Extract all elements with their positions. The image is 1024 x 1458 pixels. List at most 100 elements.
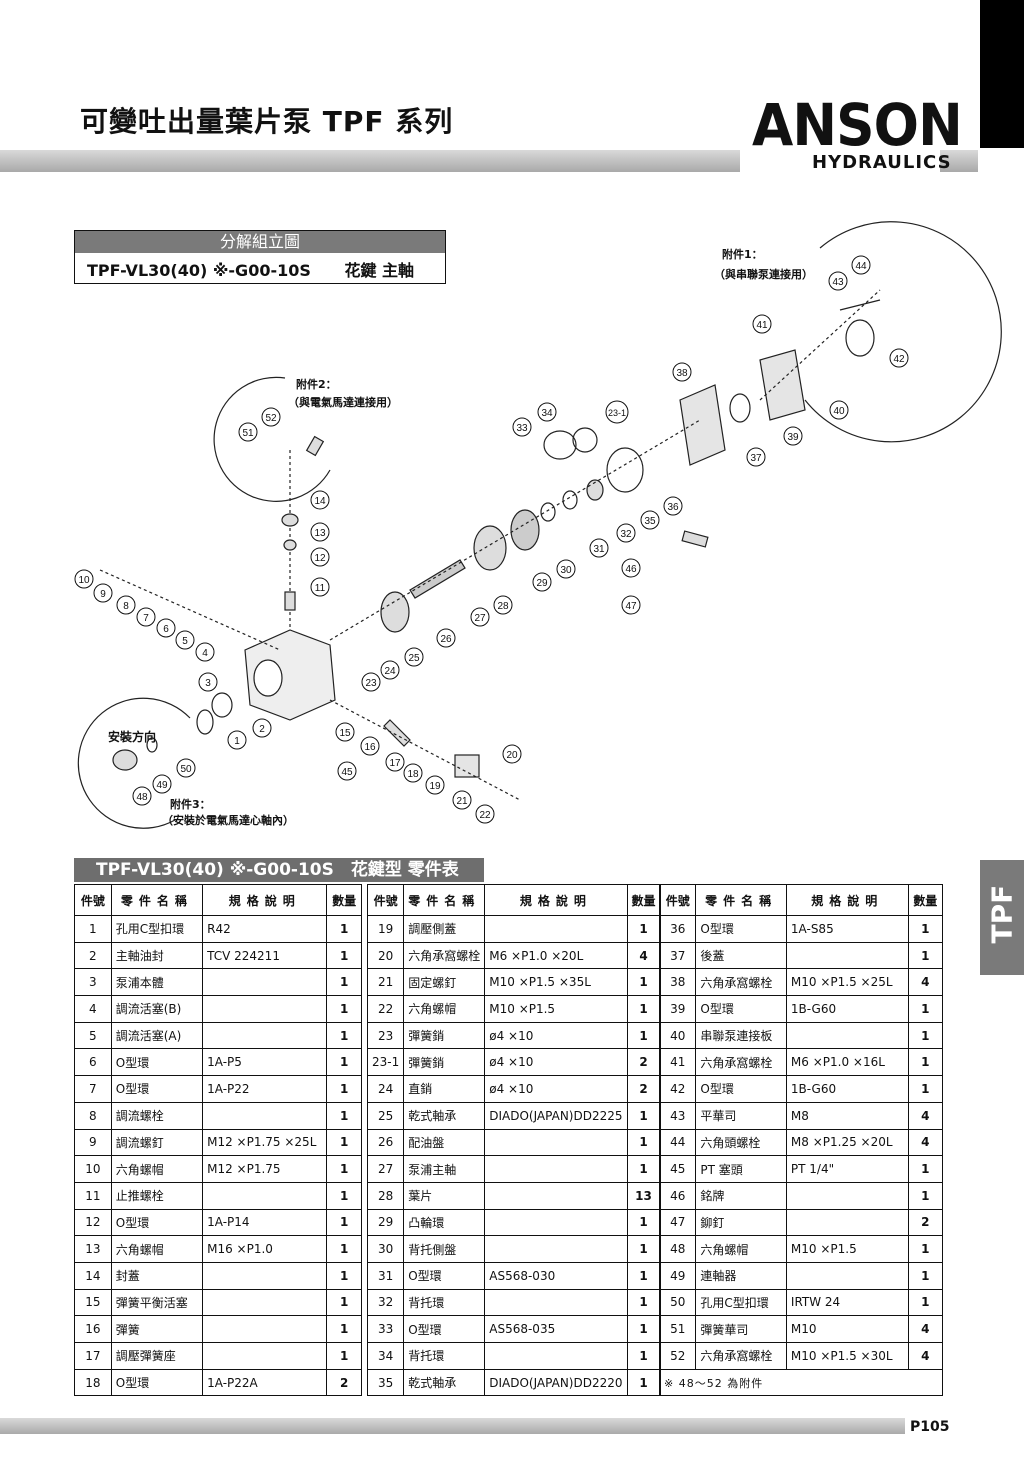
cell-spec xyxy=(484,1235,628,1263)
header-divider-right xyxy=(940,150,978,172)
callout-42: 42 xyxy=(889,348,909,368)
cell-no: 31 xyxy=(366,1261,405,1290)
cell-name: 乾式軸承 xyxy=(403,1368,486,1397)
cell-qty: 1 xyxy=(326,995,362,1023)
cell-no: 46 xyxy=(658,1181,697,1210)
callout-8: 8 xyxy=(116,595,136,615)
callout-48: 48 xyxy=(132,786,152,806)
cell-no: 42 xyxy=(658,1075,697,1103)
cell-spec xyxy=(484,915,628,943)
cell-no: 27 xyxy=(366,1155,405,1183)
cell-spec: M6 ×P1.0 ×16L xyxy=(785,1048,909,1077)
cell-qty: 1 xyxy=(626,1128,661,1157)
callout-30: 30 xyxy=(556,559,576,579)
cell-no: 47 xyxy=(658,1208,697,1237)
cell-name: 六角承窩螺栓 xyxy=(403,941,486,970)
page-number: P105 xyxy=(910,1419,950,1435)
cell-spec: M10 ×P1.5 xyxy=(484,995,628,1023)
brand-logo: ANSON xyxy=(752,91,963,159)
cell-no: 40 xyxy=(658,1021,697,1050)
cell-no: 4 xyxy=(74,995,112,1023)
callout-29: 29 xyxy=(532,572,552,592)
cell-no: 52 xyxy=(658,1342,697,1370)
cell-qty: 1 xyxy=(626,1315,661,1343)
cell-no: 12 xyxy=(74,1208,112,1237)
svg-text:36: 36 xyxy=(667,502,679,513)
cell-no: 33 xyxy=(366,1315,405,1343)
cell-spec xyxy=(484,1208,628,1237)
cell-no: 29 xyxy=(366,1208,405,1237)
cell-name: 配油盤 xyxy=(403,1128,486,1157)
svg-text:2: 2 xyxy=(259,724,265,735)
svg-text:12: 12 xyxy=(314,553,326,564)
cell-qty: 1 xyxy=(907,1075,944,1103)
cell-no: 13 xyxy=(74,1235,112,1263)
callout-19: 19 xyxy=(425,775,445,795)
cell-name: O型環 xyxy=(110,1208,204,1237)
svg-text:9: 9 xyxy=(100,589,106,600)
svg-text:28: 28 xyxy=(497,601,509,612)
callout-13: 13 xyxy=(310,522,330,542)
cell-no: 48 xyxy=(658,1235,697,1263)
cell-qty: 1 xyxy=(907,941,944,970)
svg-text:16: 16 xyxy=(364,742,376,753)
svg-text:22: 22 xyxy=(479,810,491,821)
cell-qty: 1 xyxy=(907,1181,944,1210)
cell-spec: M10 ×P1.5 ×30L xyxy=(785,1342,909,1370)
svg-text:29: 29 xyxy=(536,578,548,589)
callout-3: 3 xyxy=(198,672,218,692)
cell-qty: 1 xyxy=(326,1342,362,1370)
cell-qty: 1 xyxy=(626,1368,661,1397)
svg-text:42: 42 xyxy=(893,354,905,365)
cell-no: 43 xyxy=(658,1101,697,1130)
cell-no: 25 xyxy=(366,1101,405,1130)
cell-qty: 1 xyxy=(907,1288,944,1317)
callout-43: 43 xyxy=(828,271,848,291)
cell-qty: 1 xyxy=(626,995,661,1023)
callout-10: 10 xyxy=(74,569,94,589)
cell-qty: 1 xyxy=(626,1261,661,1290)
cell-qty: 1 xyxy=(326,968,362,997)
callout-2: 2 xyxy=(252,718,272,738)
cell-name: O型環 xyxy=(110,1048,204,1077)
cell-name: O型環 xyxy=(695,1075,787,1103)
callout-47: 47 xyxy=(621,595,641,615)
cell-name: 背托環 xyxy=(403,1288,486,1317)
callout-1: 1 xyxy=(227,730,247,750)
cell-name: 銘牌 xyxy=(695,1181,787,1210)
cell-no: 30 xyxy=(366,1235,405,1263)
cell-qty: 1 xyxy=(326,1128,362,1157)
header-no: 件號 xyxy=(658,884,697,916)
cell-no: 11 xyxy=(74,1181,112,1210)
svg-text:34: 34 xyxy=(541,408,553,419)
callout-23: 23 xyxy=(361,672,381,692)
cell-name: 葉片 xyxy=(403,1181,486,1210)
cell-spec: 1A-P14 xyxy=(202,1208,328,1237)
cell-spec xyxy=(484,1128,628,1157)
svg-text:26: 26 xyxy=(440,634,452,645)
cell-no: 20 xyxy=(366,941,405,970)
cell-spec: M8 xyxy=(785,1101,909,1130)
callout-31: 31 xyxy=(589,538,609,558)
side-tab[interactable]: TPF xyxy=(980,860,1024,975)
cell-spec xyxy=(202,1261,328,1290)
cell-name: 背托側盤 xyxy=(403,1235,486,1263)
svg-text:38: 38 xyxy=(676,368,688,379)
cell-qty: 2 xyxy=(626,1048,661,1077)
cell-spec: PT 1/4" xyxy=(785,1155,909,1183)
cell-name: 連軸器 xyxy=(695,1261,787,1290)
callout-25: 25 xyxy=(404,647,424,667)
callout-7: 7 xyxy=(136,607,156,627)
cell-spec xyxy=(202,1315,328,1343)
cell-no: 7 xyxy=(74,1075,112,1103)
